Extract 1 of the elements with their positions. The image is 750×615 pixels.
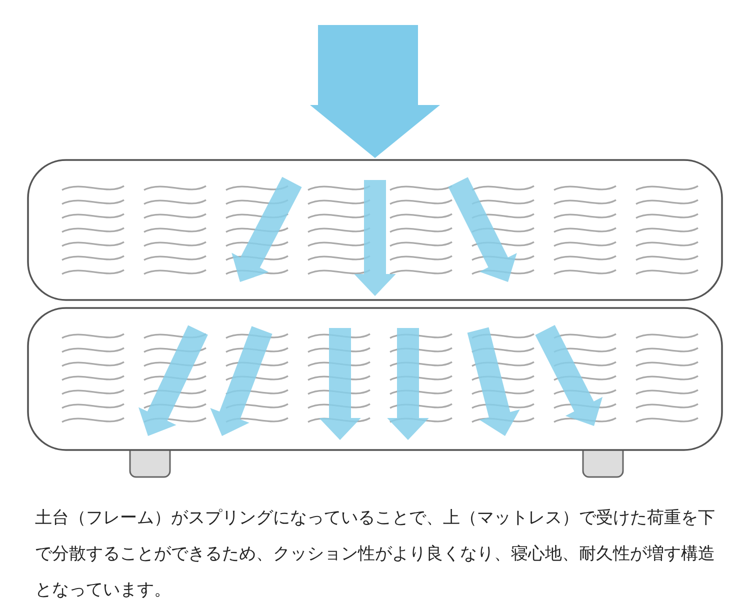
caption: 土台（フレーム）がスプリングになっていることで、上（マットレス）で受けた荷重を下で分散することができるため、クッション性がより良くなり、寝心地、耐久性が増す構造となっています。 (35, 507, 715, 602)
